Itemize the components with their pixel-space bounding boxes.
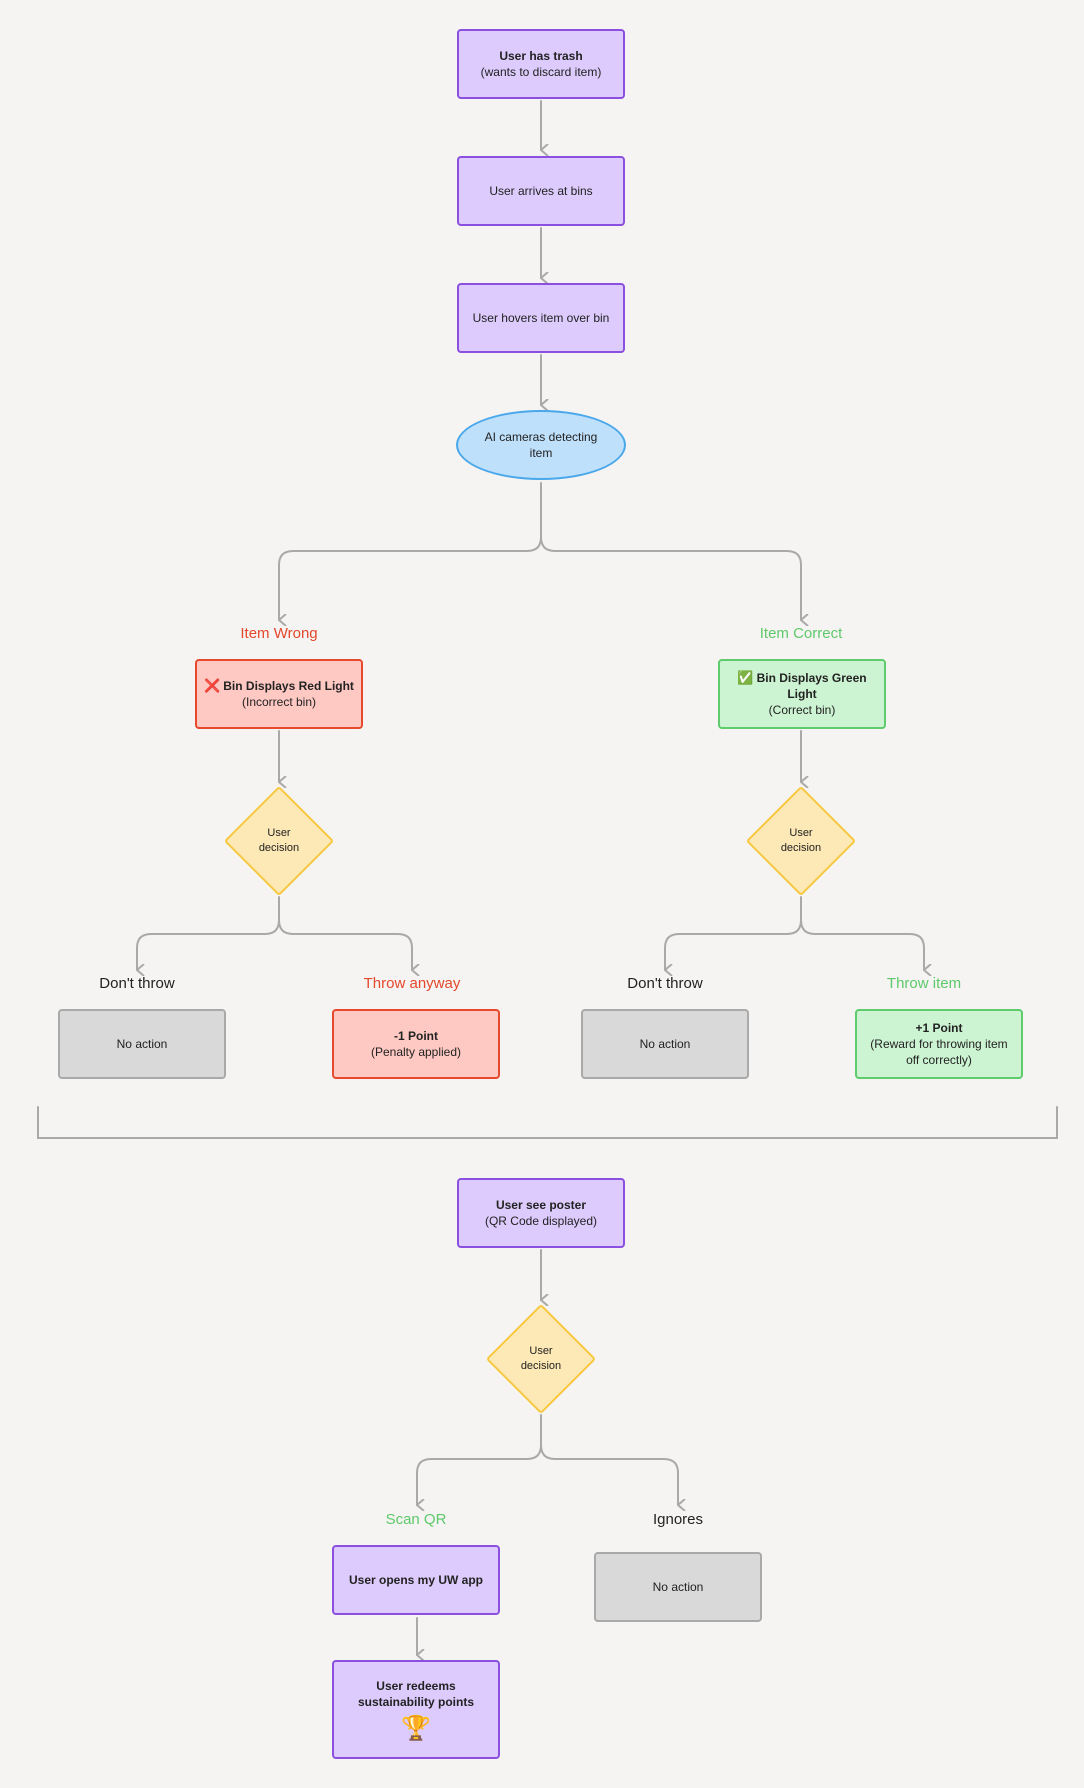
open-app-node: User opens my UW app bbox=[332, 1545, 500, 1615]
reward-subtitle: (Reward for throwing item off correctly) bbox=[870, 1037, 1008, 1067]
label-left-dont-throw: Don't throw bbox=[99, 975, 175, 992]
label-throw-item: Throw item bbox=[886, 975, 962, 992]
check-mark-icon: ✅ bbox=[737, 670, 754, 685]
start-subtitle: (wants to discard item) bbox=[480, 65, 602, 79]
arrow-right-decision-throw-item bbox=[800, 919, 924, 970]
red-light-subtitle: (Incorrect bin) bbox=[241, 695, 317, 709]
left-no-action-text: No action bbox=[116, 1037, 168, 1051]
trophy-icon: 🏆 bbox=[401, 1714, 431, 1742]
hover-text: User hovers item over bin bbox=[472, 311, 610, 325]
poster-decision-label: User decision bbox=[520, 1345, 562, 1372]
cross-mark-icon: ❌ bbox=[204, 678, 221, 693]
reward-node: +1 Point (Reward for throwing item off c… bbox=[855, 1009, 1023, 1079]
left-decision-label: User decision bbox=[258, 827, 300, 854]
start-title: User has trash bbox=[499, 49, 583, 63]
arrive-text: User arrives at bins bbox=[489, 184, 593, 198]
green-light-title-text: Bin Displays Green Light bbox=[756, 671, 867, 701]
redeem-node: User redeems sustainability points 🏆 bbox=[332, 1660, 500, 1759]
ignores-no-action-text: No action bbox=[652, 1580, 704, 1594]
red-light-title: ❌Bin Displays Red Light bbox=[204, 678, 354, 694]
label-item-wrong: Item Wrong bbox=[240, 625, 318, 642]
label-scan-qr: Scan QR bbox=[385, 1511, 447, 1528]
hover-node: User hovers item over bin bbox=[457, 283, 625, 353]
arrow-ai-to-correct bbox=[540, 536, 801, 620]
label-item-correct: Item Correct bbox=[759, 625, 843, 642]
arrow-decision-to-ignores bbox=[540, 1444, 678, 1505]
label-right-dont-throw: Don't throw bbox=[627, 975, 703, 992]
green-light-node: ✅Bin Displays Green Light (Correct bin) bbox=[718, 659, 886, 729]
penalty-title: -1 Point bbox=[394, 1029, 438, 1043]
arrow-left-decision-dont-throw bbox=[136, 896, 280, 970]
penalty-node: -1 Point (Penalty applied) bbox=[332, 1009, 500, 1079]
open-app-text: User opens my UW app bbox=[348, 1573, 484, 1587]
arrive-node: User arrives at bins bbox=[457, 156, 625, 226]
right-decision-label: User decision bbox=[780, 827, 822, 854]
arrow-ai-to-wrong bbox=[278, 482, 542, 620]
ignores-no-action-node: No action bbox=[594, 1552, 762, 1622]
poster-node: User see poster (QR Code displayed) bbox=[457, 1178, 625, 1248]
poster-title: User see poster bbox=[495, 1198, 587, 1212]
label-throw-anyway: Throw anyway bbox=[363, 975, 461, 992]
left-no-action-node: No action bbox=[58, 1009, 226, 1079]
arrow-decision-to-scan bbox=[416, 1414, 542, 1505]
start-node: User has trash (wants to discard item) bbox=[457, 29, 625, 99]
green-light-title: ✅Bin Displays Green Light bbox=[726, 670, 878, 702]
green-light-subtitle: (Correct bin) bbox=[768, 703, 836, 717]
redeem-text: User redeems sustainability points bbox=[358, 1678, 475, 1709]
arrow-right-decision-dont-throw bbox=[664, 896, 802, 970]
penalty-subtitle: (Penalty applied) bbox=[370, 1045, 462, 1059]
merge-bracket bbox=[37, 1106, 1058, 1139]
arrow-left-decision-throw-anyway bbox=[278, 919, 412, 970]
red-light-node: ❌Bin Displays Red Light (Incorrect bin) bbox=[195, 659, 363, 729]
right-no-action-node: No action bbox=[581, 1009, 749, 1079]
poster-subtitle: (QR Code displayed) bbox=[484, 1214, 598, 1228]
label-ignores: Ignores bbox=[652, 1511, 704, 1528]
ai-detection-node: AI cameras detecting item bbox=[456, 410, 626, 480]
right-no-action-text: No action bbox=[639, 1037, 691, 1051]
ai-text: AI cameras detecting item bbox=[484, 430, 598, 460]
reward-title: +1 Point bbox=[915, 1021, 963, 1035]
red-light-title-text: Bin Displays Red Light bbox=[223, 679, 354, 693]
